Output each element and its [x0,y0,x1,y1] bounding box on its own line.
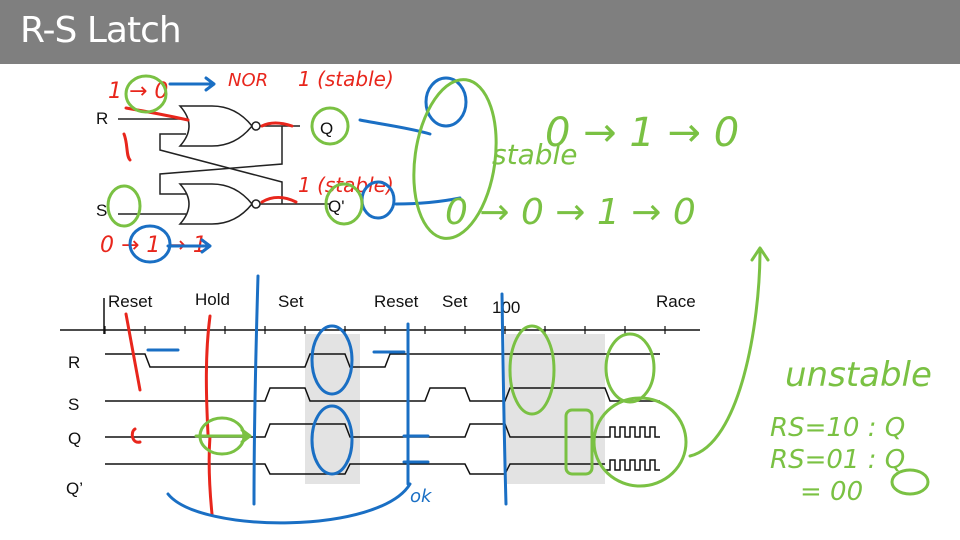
hw-red-stroke-3 [260,121,294,128]
hw-blue-circle-q [424,76,468,128]
hw-red-timing-3 [207,434,214,516]
phase-label-hold: Hold [195,290,230,309]
hw-one-zero-input: 1 → 0 [108,79,168,104]
phase-label-reset-2: Reset [374,292,419,311]
phase-label-race: Race [656,292,696,311]
hw-ok-label: ok [410,486,433,507]
hw-green-circle-hold [198,416,246,456]
hw-red-stroke-4 [260,196,298,204]
upper-nor-bubble [251,121,261,131]
hw-red-timing-2 [204,314,212,436]
lower-nor-gate [178,183,253,225]
hw-rs01-line: RS=01 : Q [770,445,905,475]
hw-green-circle-race-inputs [604,332,656,404]
hw-blue-circle-input [128,224,172,264]
phase-label-set-2: Set [442,292,468,311]
lower-nor-bubble [251,199,261,209]
hw-blue-arrow-2 [166,238,212,254]
hw-green-circle-qbar [324,182,364,226]
hw-green-circle-100 [508,324,556,416]
signal-label-qbar: Q’ [66,479,83,498]
hw-sequence-top: 0 → 1 → 0 [545,110,739,156]
hw-green-circle-race [592,396,688,488]
hw-stable-note-1: 1 (stable) [298,67,394,91]
hw-blue-timing-marker-2 [500,292,508,506]
handwriting-blue: ok [128,76,508,525]
waveform-r [105,353,660,368]
page-title: R-S Latch [20,10,182,51]
hw-unstable-word: unstable [785,355,932,395]
hw-red-stroke-2 [122,132,132,162]
race-oscillation-q [605,426,660,438]
phase-label-set-1: Set [278,292,304,311]
hw-stable-word: stable [492,138,578,171]
hw-rs10-line: RS=10 : Q [770,413,905,443]
waveform-s [105,387,660,402]
timing-diagram: Reset Hold Set Reset Set 100 Race R S Q … [60,290,700,498]
signal-label-s: S [68,395,79,414]
title-bar: R-S Latch [0,0,960,64]
hw-blue-circle-shade-2 [310,404,354,476]
input-r-label: R [96,109,108,128]
hw-blue-timing-marker-1 [252,274,260,506]
signal-label-r: R [68,353,80,372]
hw-red-timing-4 [130,427,142,444]
hw-blue-curve-bottom [166,482,412,525]
hw-green-circle-q [310,106,350,146]
phase-label-100: 100 [492,298,520,317]
output-qbar-label: Q' [328,197,344,216]
hw-green-box-100 [564,408,594,476]
race-oscillation-qbar [605,459,660,471]
handwriting-green: stable 0 → 1 → 0 0 → 0 → 1 → 0 unstable … [106,74,932,507]
phase-label-reset-1: Reset [108,292,153,311]
latch-diagram-canvas: R S Q Q' [60,67,932,525]
upper-nor-gate [178,105,253,147]
hw-blue-circle-shade-1 [310,324,354,396]
circuit-wires [118,118,330,215]
hw-blue-stroke-1 [358,118,432,136]
hw-rs00-line: = 00 [800,477,863,507]
time-ticks [104,326,666,334]
hw-green-circle-in-r [124,74,168,114]
hw-blue-stroke-2 [394,196,462,206]
waveform-q [105,423,605,438]
hw-red-stroke-1 [124,106,190,122]
input-s-label: S [96,201,107,220]
output-q-label: Q [320,119,333,138]
hw-sequence-bottom: 0 → 0 → 1 → 0 [445,192,696,233]
handwriting-red: 1 → 0 NOR 1 (stable) 1 (stable) 0 → 1 → … [100,67,394,516]
hw-green-circle-in-s [106,184,142,228]
signal-label-q: Q [68,429,81,448]
hw-green-arrow-up [688,246,770,458]
hw-green-circle-outputs [412,78,498,240]
hw-blue-arrow-1 [168,76,216,92]
hw-nor-label: NOR [228,70,268,91]
hw-green-circle-note [890,468,930,496]
nor-latch-circuit: R S Q Q' [96,105,344,225]
hw-red-timing-1 [124,312,142,392]
shaded-regions [305,334,605,484]
